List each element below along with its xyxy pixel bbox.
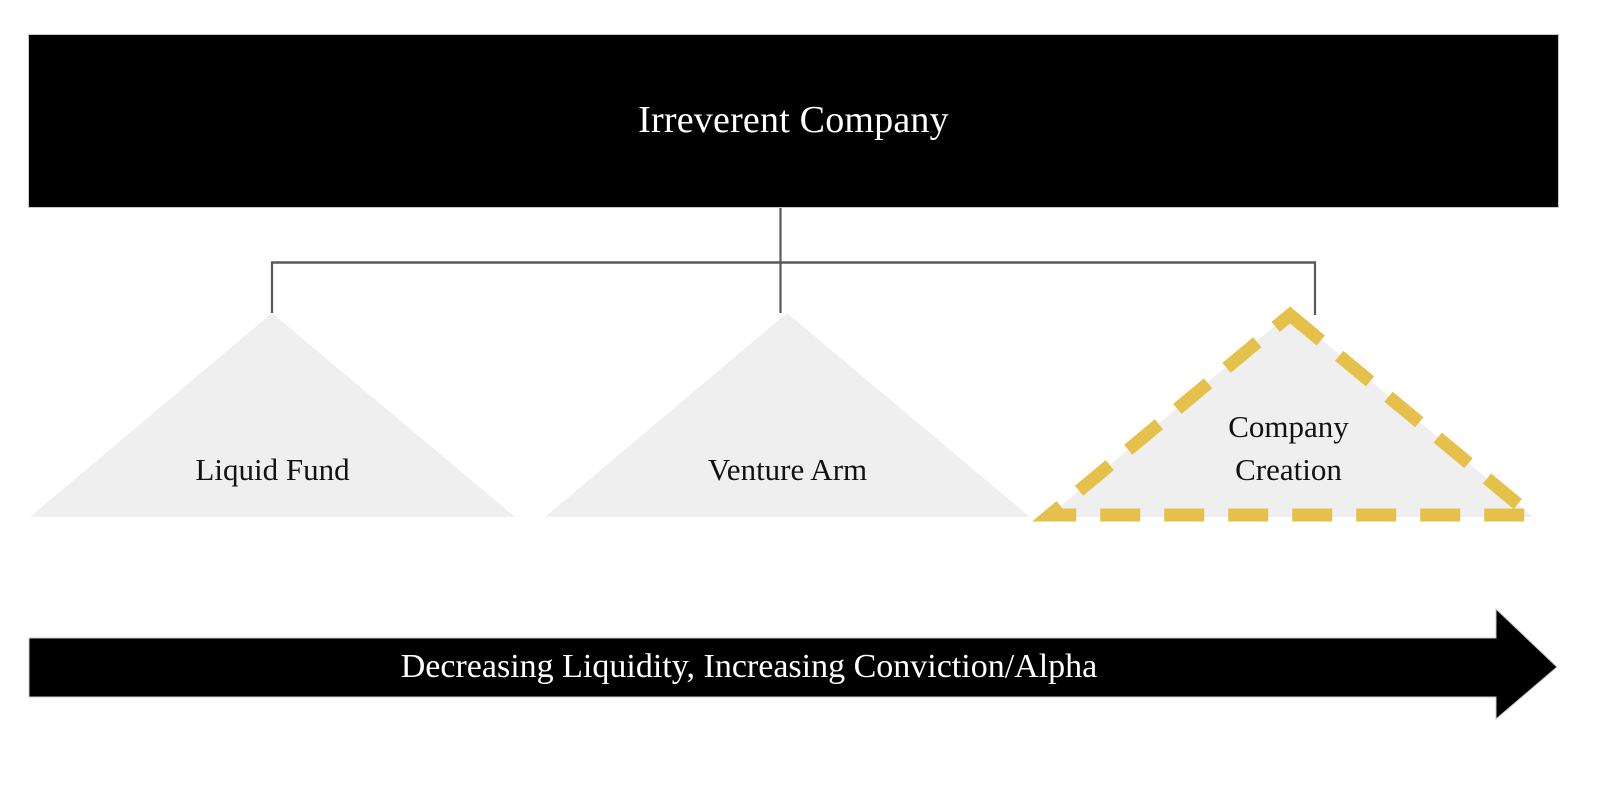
page-title: Irreverent Company <box>638 99 949 142</box>
triangle-company-creation-dashed-outline <box>1032 306 1550 522</box>
banner-arrow-shape <box>28 607 1558 721</box>
triangle-company-creation-fill <box>1048 313 1533 517</box>
triangle-liquid-fund[interactable] <box>30 313 515 517</box>
header-box[interactable]: Irreverent Company <box>29 35 1558 207</box>
triangle-company-creation-group[interactable] <box>1032 306 1550 522</box>
triangle-venture-arm[interactable] <box>545 313 1030 517</box>
connector-tree <box>270 207 1317 315</box>
